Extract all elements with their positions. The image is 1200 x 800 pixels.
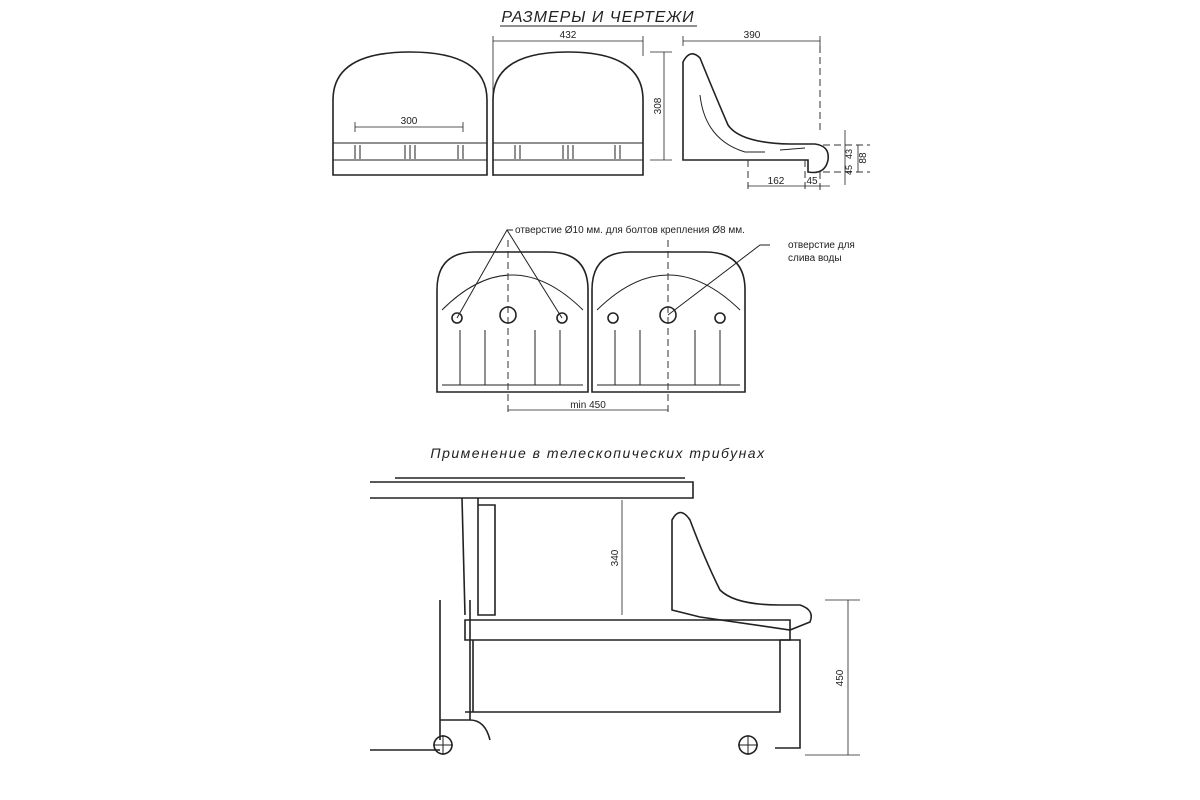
drain-hole-note-line2: слива воды <box>788 253 842 264</box>
mount-view: отверстие Ø10 мм. для болтов крепления Ø… <box>436 224 855 415</box>
subtitle: Применение в телескопических трибунах <box>430 445 765 461</box>
dim-340: 340 <box>610 549 621 566</box>
dim-162: 162 <box>768 176 785 187</box>
dim-min-450: min 450 <box>570 400 606 411</box>
dim-432: 432 <box>560 30 577 41</box>
dim-390: 390 <box>744 30 761 41</box>
dim-450: 450 <box>835 669 846 686</box>
dim-45-side: 45 <box>844 165 854 175</box>
seat-side-view: 390 162 45 43 45 88 <box>682 30 870 190</box>
bolt-hole-note: отверстие Ø10 мм. для болтов крепления Ø… <box>515 224 745 236</box>
dim-45-bottom: 45 <box>806 176 818 187</box>
dim-300: 300 <box>401 116 418 127</box>
seat-front-view-1: 300 <box>332 51 488 176</box>
telescopic-view: 340 450 <box>370 477 860 756</box>
dim-43: 43 <box>844 149 854 159</box>
drawing-title: РАЗМЕРЫ И ЧЕРТЕЖИ <box>501 9 694 26</box>
dim-308: 308 <box>653 97 664 114</box>
dim-88: 88 <box>858 152 869 164</box>
drain-hole-note-line1: отверстие для <box>788 240 855 251</box>
seat-front-view-2: 432 308 <box>492 30 672 176</box>
